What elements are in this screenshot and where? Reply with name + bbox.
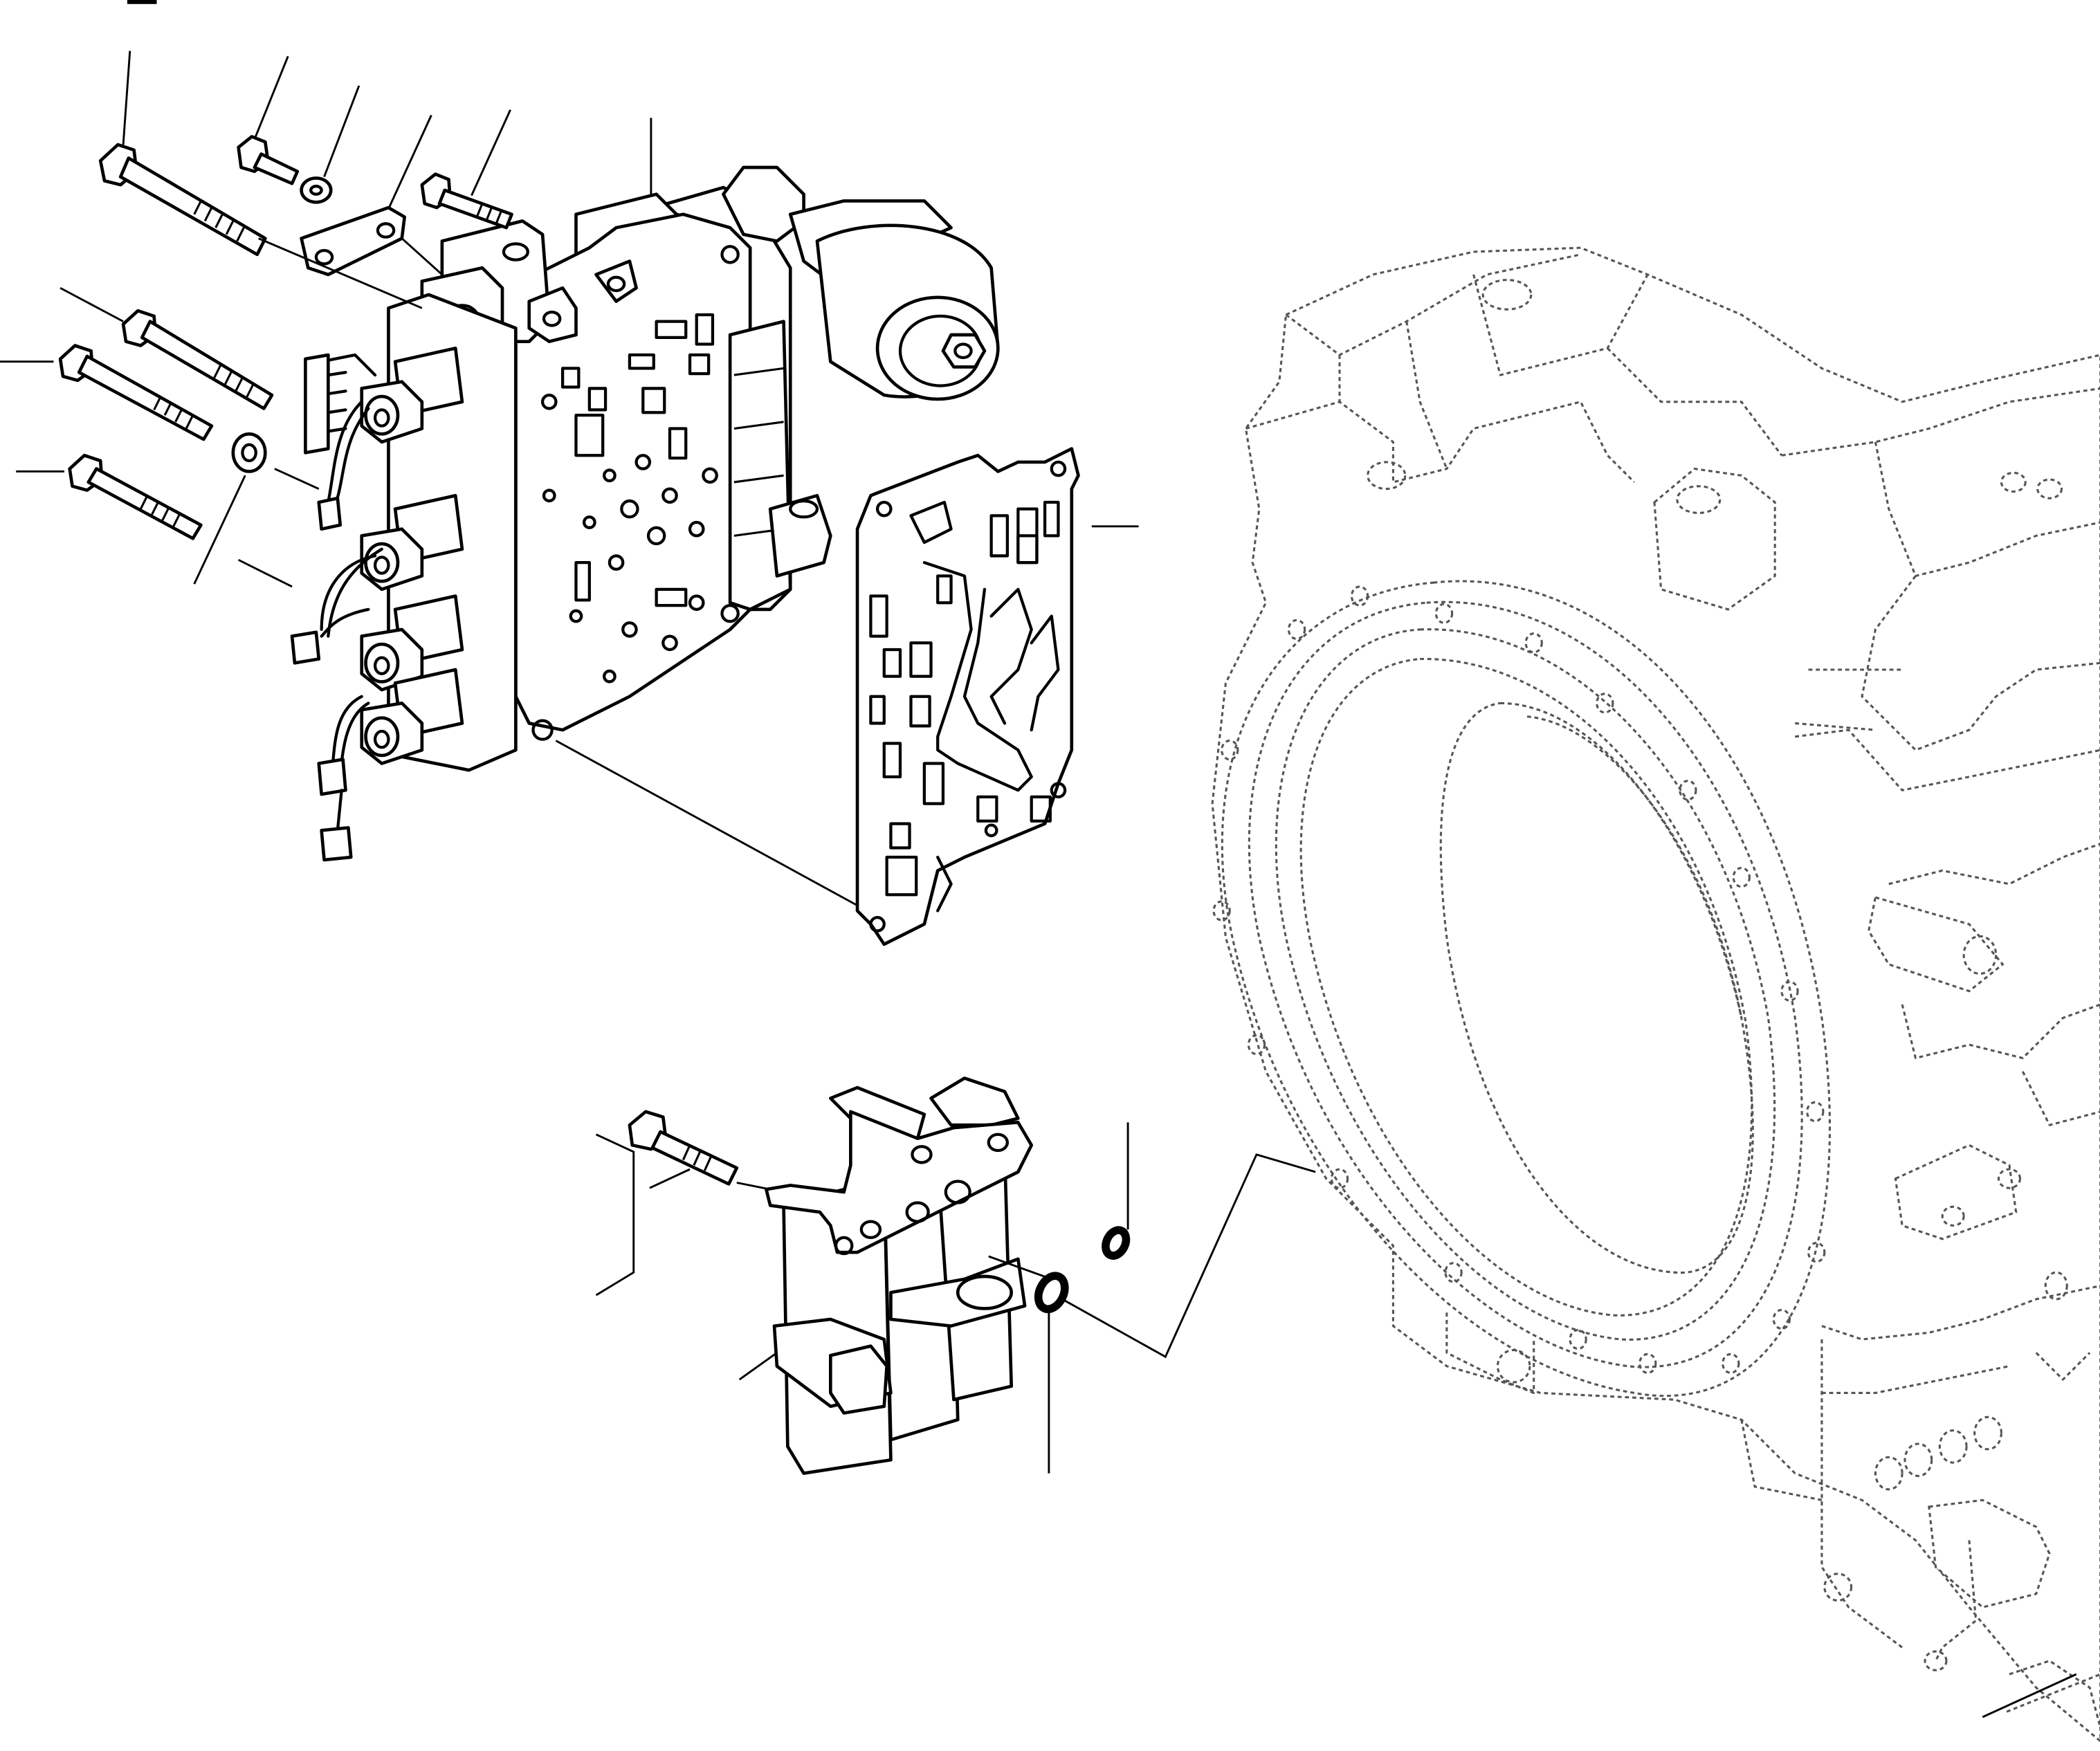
transmission-housing: [1211, 246, 2100, 1743]
clamp-plate: [300, 205, 406, 277]
bolt-lower: [628, 1110, 739, 1186]
long-bolt-top: [98, 143, 267, 257]
valve-block-lower: [765, 1076, 1034, 1475]
o-ring-small: [1102, 1226, 1131, 1260]
valve-gasket: [855, 447, 1080, 946]
bolt-mid: [420, 172, 513, 230]
control-valve-body: [360, 165, 1000, 772]
side-bolts: [58, 309, 274, 540]
leader-lines: [0, 51, 2077, 1718]
short-bolt: [237, 135, 300, 185]
washer-lower: [231, 432, 267, 473]
washer-top: [300, 176, 333, 204]
o-ring-large: [1034, 1272, 1069, 1314]
corner-mark: [127, 0, 157, 4]
solenoid-harness: [290, 353, 383, 862]
